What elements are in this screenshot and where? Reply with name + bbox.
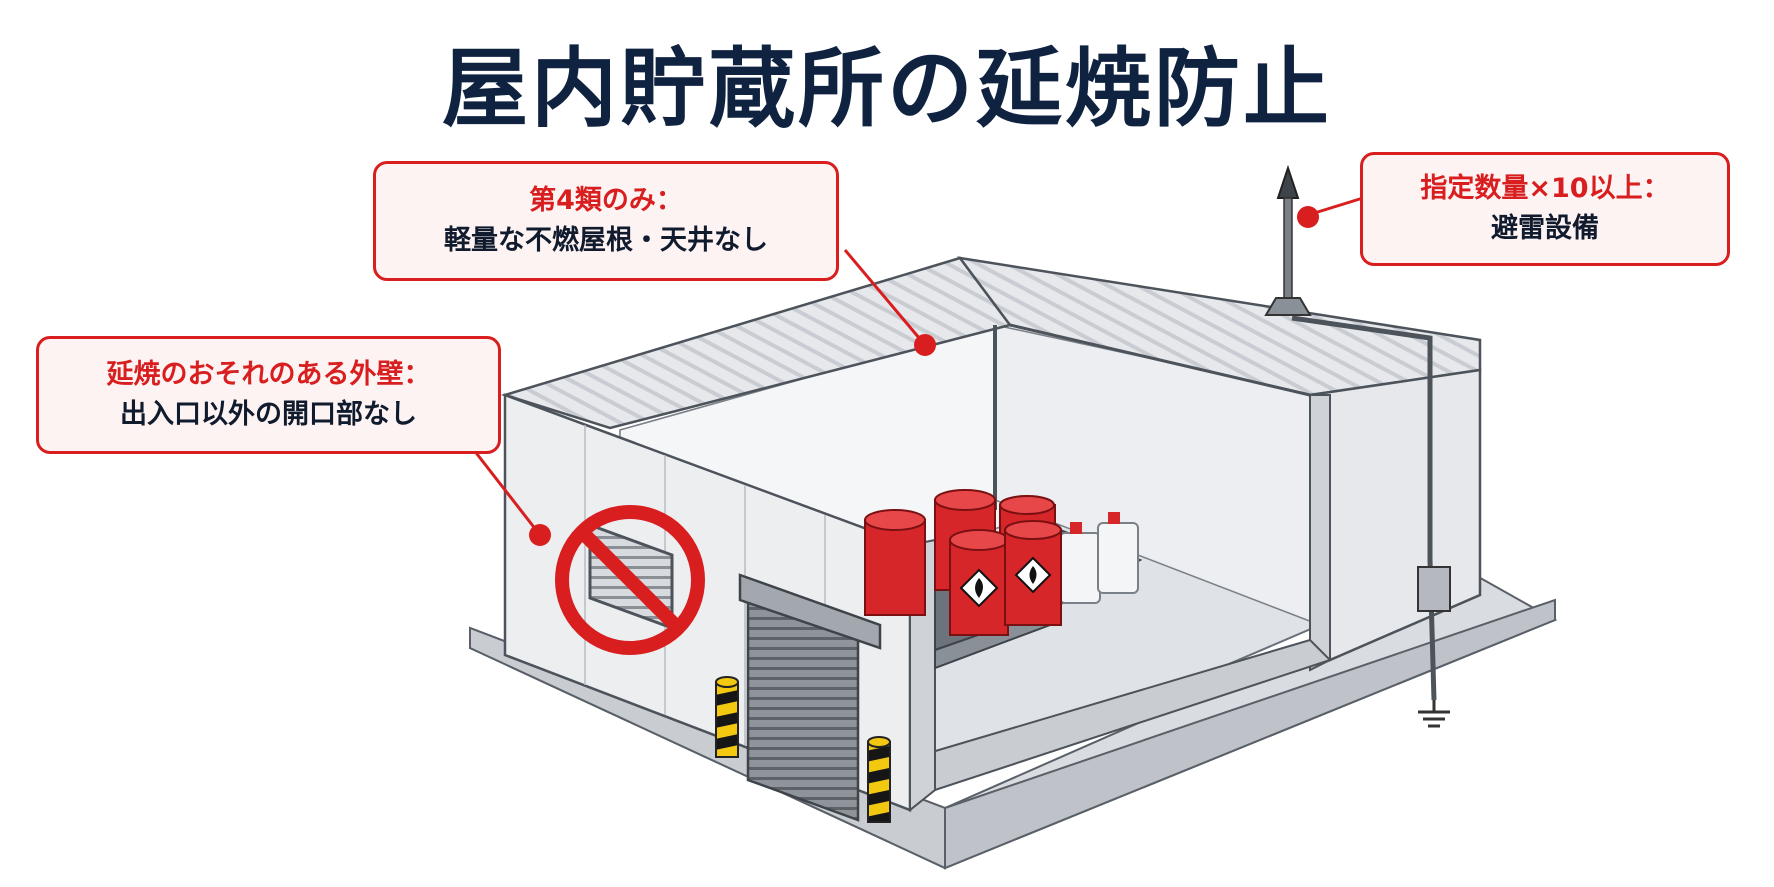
- callout-wall-text: 出入口以外の開口部なし: [120, 399, 417, 430]
- bollard-left: [715, 676, 739, 758]
- shutter-door: [738, 573, 882, 822]
- callout-lightning-text: 避雷設備: [1491, 213, 1599, 244]
- barrel: [864, 509, 926, 616]
- drum-barrels: [864, 489, 1062, 636]
- white-containers: [1059, 512, 1139, 604]
- callout-wall-heading: 延焼のおそれのある外壁：: [106, 359, 431, 390]
- leader-wall: [468, 444, 551, 546]
- leader-lightning: [1297, 196, 1364, 228]
- callout-lightning: 指定数量×10以上： 避雷設備: [1360, 152, 1730, 266]
- leader-roof: [843, 249, 936, 356]
- callout-wall: 延焼のおそれのある外壁： 出入口以外の開口部なし: [36, 336, 501, 454]
- flammable-hazard-icon: [1014, 556, 1052, 594]
- callout-lightning-heading: 指定数量×10以上：: [1420, 173, 1670, 204]
- flammable-hazard-icon: [959, 568, 999, 608]
- callout-roof: 第4類のみ： 軽量な不燃屋根・天井なし: [373, 161, 839, 281]
- bollard-right: [867, 736, 891, 823]
- barrel: [1004, 520, 1062, 626]
- ground-symbol-icon: [1418, 700, 1450, 728]
- lightning-rod-icon: [1264, 164, 1451, 701]
- callout-roof-heading: 第4類のみ：: [529, 185, 683, 216]
- no-entry-icon: [555, 505, 705, 655]
- page-title: 屋内貯蔵所の延焼防止: [442, 39, 1332, 139]
- callout-roof-text: 軽量な不燃屋根・天井なし: [444, 225, 768, 256]
